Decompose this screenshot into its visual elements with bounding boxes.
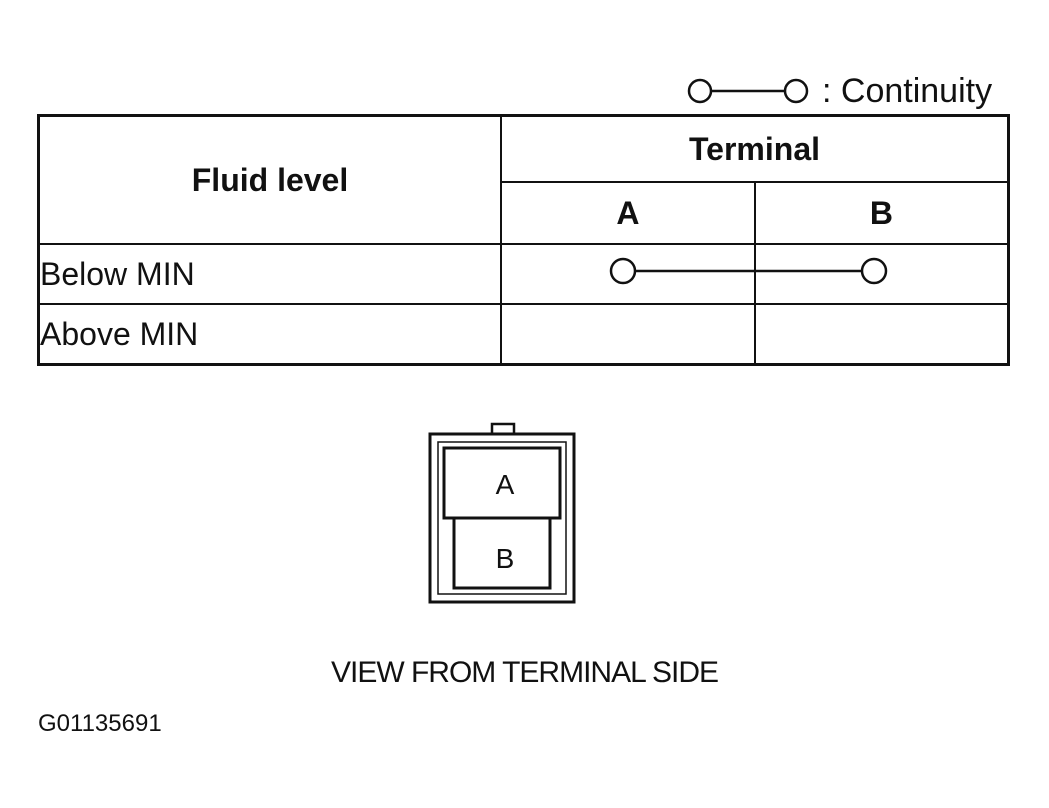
table-header-row: Fluid level Terminal [37,114,1010,245]
continuity-legend: : Continuity [686,70,992,112]
table-row: Below MIN [37,243,1010,305]
header-fluid-level: Fluid level [37,114,502,245]
cell-above-min-b [753,303,1010,366]
terminal-a-cavity [442,446,562,520]
header-terminal-a: A [500,181,756,245]
connector-label-a: A [496,469,515,500]
row-label-below-min: Below MIN [37,243,502,305]
continuity-symbol-icon [687,78,809,104]
row-label-above-min: Above MIN [37,303,502,366]
table-row: Above MIN [37,303,1010,366]
table-subheader-row: A B [39,181,1010,245]
cell-above-min-a [500,303,756,366]
connector-icon: A B [428,422,576,604]
continuity-table: Fluid level Terminal A B Below MIN Above… [37,114,1010,366]
terminal-b-cavity [452,516,552,590]
connector-label-b: B [496,543,515,574]
figure-id: G01135691 [38,710,162,737]
continuity-mark-below-min [609,257,888,285]
diagram-caption: VIEW FROM TERMINAL SIDE [330,656,719,689]
header-terminal: Terminal [500,114,1010,183]
legend-label: : Continuity [822,72,993,110]
header-terminal-b: B [753,181,1010,245]
